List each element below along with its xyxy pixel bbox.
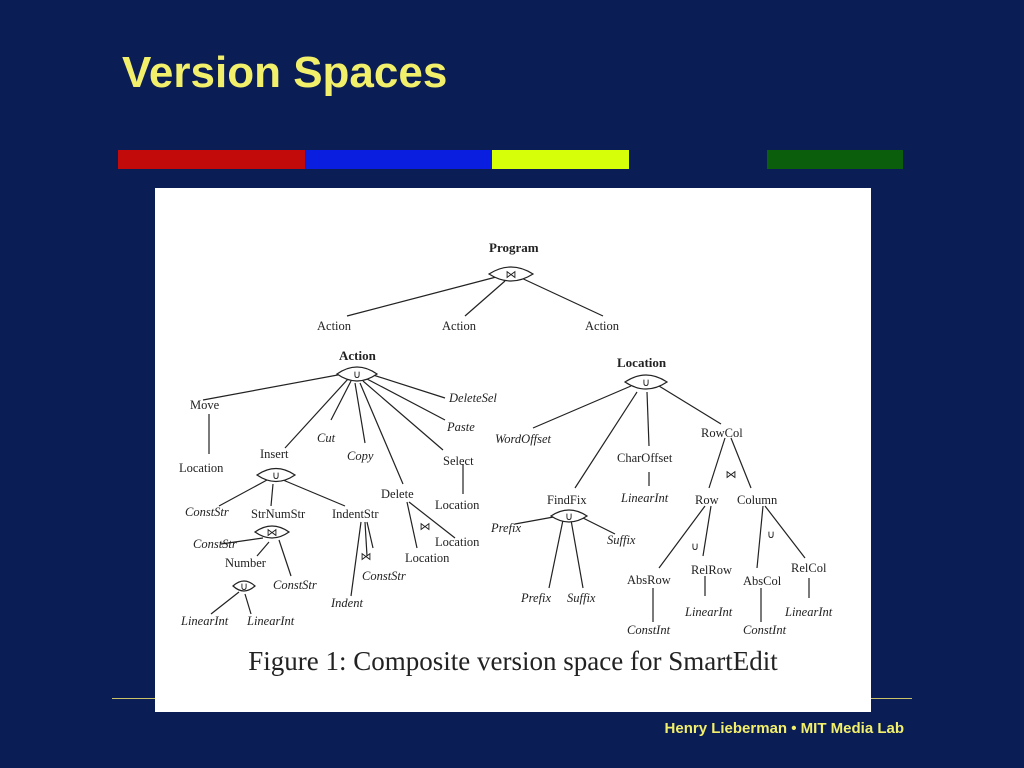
union-symbol: ∪ xyxy=(353,368,361,381)
join-combiner-program xyxy=(487,266,535,282)
union-combiner-findfix xyxy=(549,509,589,523)
node-const-str: ConstStr xyxy=(362,569,406,583)
node-linear-int: LinearInt xyxy=(620,491,669,505)
footer-rule-right xyxy=(871,698,912,699)
node-prefix: Prefix xyxy=(520,591,552,605)
figure-panel: ⋈ Program Action Action Action ∪ Action … xyxy=(155,188,871,712)
node-column: Column xyxy=(737,493,778,507)
join-symbol: ⋈ xyxy=(267,526,278,539)
slide-title: Version Spaces xyxy=(122,48,448,97)
union-symbol: ∪ xyxy=(240,580,248,593)
node-insert: Insert xyxy=(260,447,289,461)
node-action-root: Action xyxy=(339,348,377,363)
figure-caption: Figure 1: Composite version space for Sm… xyxy=(248,646,778,676)
node-suffix: Suffix xyxy=(607,533,636,547)
footer-credit: Henry Lieberman • MIT Media Lab xyxy=(664,720,904,737)
union-symbol: ∪ xyxy=(767,528,775,541)
node-char-offset: CharOffset xyxy=(617,451,673,465)
union-combiner-action xyxy=(335,366,379,382)
node-location: Location xyxy=(435,498,480,512)
node-row-col: RowCol xyxy=(701,426,743,440)
union-combiner-insert xyxy=(255,467,297,483)
node-abs-col: AbsCol xyxy=(743,574,782,588)
node-const-int: ConstInt xyxy=(743,623,787,637)
node-location: Location xyxy=(435,535,480,549)
union-symbol: ∪ xyxy=(642,376,650,389)
union-combiner-location xyxy=(623,374,669,390)
node-action: Action xyxy=(442,319,477,333)
union-symbol: ∪ xyxy=(272,469,280,482)
node-action: Action xyxy=(317,319,352,333)
edges-action xyxy=(202,373,464,494)
node-location: Location xyxy=(179,461,224,475)
node-str-num-str: StrNumStr xyxy=(251,507,306,521)
node-paste: Paste xyxy=(446,420,475,434)
node-number: Number xyxy=(225,556,267,570)
node-suffix: Suffix xyxy=(567,591,596,605)
node-rel-row: RelRow xyxy=(691,563,732,577)
color-bar-lime xyxy=(492,150,629,169)
node-program: Program xyxy=(489,240,539,255)
node-indent-str: IndentStr xyxy=(332,507,379,521)
node-linear-int: LinearInt xyxy=(246,614,295,628)
edges-insert xyxy=(210,479,456,615)
edges-program xyxy=(346,275,604,317)
node-linear-int: LinearInt xyxy=(180,614,229,628)
node-rel-col: RelCol xyxy=(791,561,827,575)
node-indent: Indent xyxy=(330,596,363,610)
node-location: Location xyxy=(405,551,450,565)
edges-location xyxy=(514,385,810,622)
color-bar-red xyxy=(118,150,305,169)
union-combiner-number xyxy=(232,580,256,592)
color-bar-blue xyxy=(305,150,492,169)
join-symbol: ⋈ xyxy=(506,268,517,281)
node-cut: Cut xyxy=(317,431,336,445)
join-symbol: ⋈ xyxy=(420,520,431,533)
node-const-str: ConstStr xyxy=(185,505,229,519)
node-const-str: ConstStr xyxy=(273,578,317,592)
node-prefix: Prefix xyxy=(490,521,522,535)
node-action: Action xyxy=(585,319,620,333)
node-linear-int: LinearInt xyxy=(684,605,733,619)
node-abs-row: AbsRow xyxy=(627,573,671,587)
node-select: Select xyxy=(443,454,474,468)
node-const-int: ConstInt xyxy=(627,623,671,637)
version-space-diagram: ⋈ Program Action Action Action ∪ Action … xyxy=(179,240,833,637)
node-copy: Copy xyxy=(347,449,374,463)
color-bar-green xyxy=(767,150,903,169)
join-combiner-strnumstr xyxy=(253,525,291,539)
node-delete: Delete xyxy=(381,487,414,501)
footer-rule-left xyxy=(112,698,156,699)
node-row: Row xyxy=(695,493,719,507)
node-move: Move xyxy=(190,398,220,412)
node-const-str: ConstStr xyxy=(193,537,237,551)
node-linear-int: LinearInt xyxy=(784,605,833,619)
node-delete-sel: DeleteSel xyxy=(448,391,497,405)
union-symbol: ∪ xyxy=(691,540,699,553)
join-symbol: ⋈ xyxy=(726,468,737,481)
union-symbol: ∪ xyxy=(565,510,573,523)
node-find-fix: FindFix xyxy=(547,493,587,507)
node-word-offset: WordOffset xyxy=(495,432,552,446)
node-location-root: Location xyxy=(617,355,667,370)
join-symbol: ⋈ xyxy=(361,550,372,563)
